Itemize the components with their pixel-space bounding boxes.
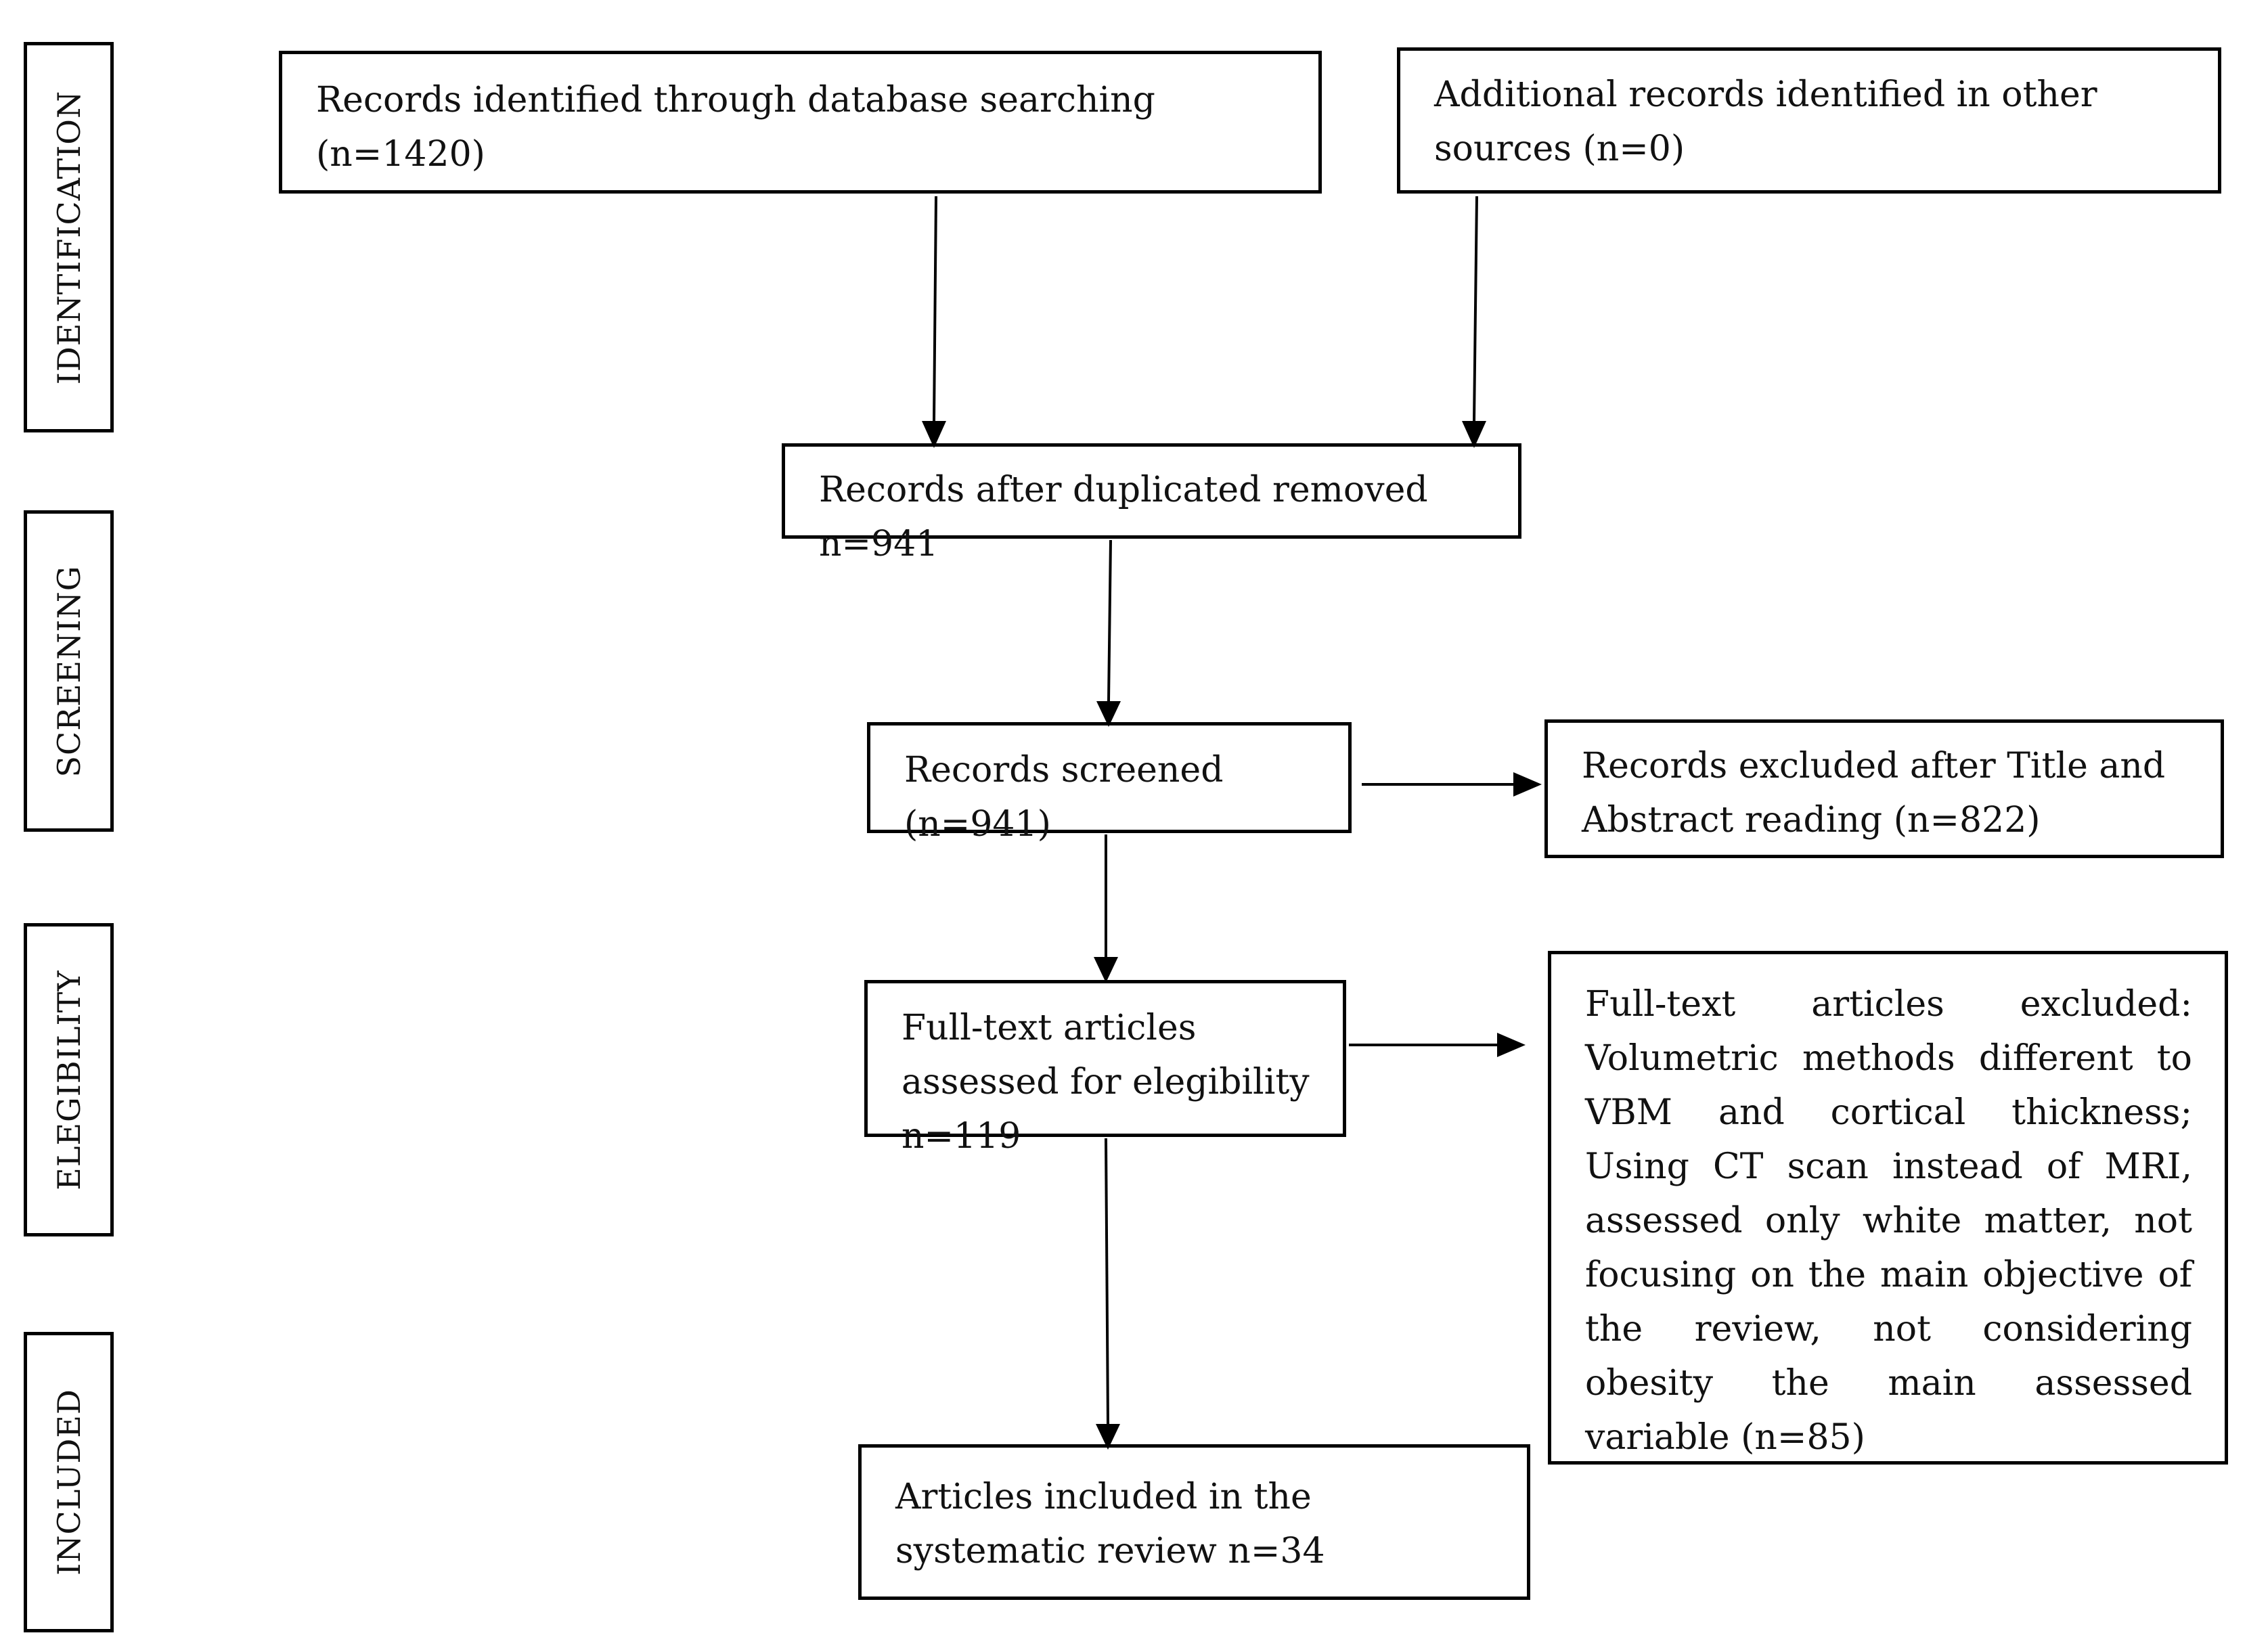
arrowhead-screened-to-fulltext <box>1094 957 1118 983</box>
excluded-title-abstract-text: Records excluded after Title and Abstrac… <box>1582 746 2166 841</box>
fulltext-excluded-text: Full-text articles excluded: Volumetric … <box>1585 984 2192 1458</box>
additional-records-box: Additional records identified in other s… <box>1397 47 2221 194</box>
additional-records-text: Additional records identified in other s… <box>1434 74 2097 169</box>
stage-eligibility: ELEGIBILITY <box>24 923 114 1236</box>
fulltext-assessed-text: Full-text articles assessed for elegibil… <box>902 1008 1310 1157</box>
arrowhead-screened-to-excluded <box>1513 772 1542 797</box>
fulltext-assessed-box: Full-text articles assessed for elegibil… <box>864 980 1346 1157</box>
after-duplicates-text: Records after duplicated removed n=941 <box>819 470 1428 564</box>
arrow-duplicates-to-screened <box>1107 539 1112 702</box>
arrowhead-database-to-duplicates <box>922 421 946 448</box>
included-articles-box: Articles included in the systematic revi… <box>858 1444 1530 1600</box>
arrow-fulltext-to-included <box>1105 1138 1109 1425</box>
arrowhead-fulltext-to-included <box>1096 1424 1120 1450</box>
arrow-database-to-duplicates <box>933 196 937 422</box>
database-records-box: Records identified through database sear… <box>279 51 1322 194</box>
included-articles-text: Articles included in the systematic revi… <box>895 1477 1325 1571</box>
fulltext-excluded-box: Full-text articles excluded: Volumetric … <box>1548 951 2228 1465</box>
arrowhead-fulltext-to-excluded <box>1497 1033 1526 1057</box>
arrowhead-duplicates-to-screened <box>1096 701 1121 727</box>
records-screened-box: Records screened (n=941) <box>867 722 1352 845</box>
database-records-text: Records identified through database sear… <box>316 80 1155 175</box>
arrow-additional-to-duplicates <box>1473 196 1478 422</box>
arrowhead-additional-to-duplicates <box>1462 421 1486 448</box>
after-duplicates-box: Records after duplicated removed n=941 <box>782 443 1521 564</box>
records-screened-text: Records screened (n=941) <box>904 750 1224 845</box>
excluded-title-abstract-box: Records excluded after Title and Abstrac… <box>1544 719 2224 858</box>
stage-screening: SCREENING <box>24 510 114 832</box>
stage-identification: IDENTIFICATION <box>24 42 114 432</box>
stage-included: INCLUDED <box>24 1332 114 1632</box>
